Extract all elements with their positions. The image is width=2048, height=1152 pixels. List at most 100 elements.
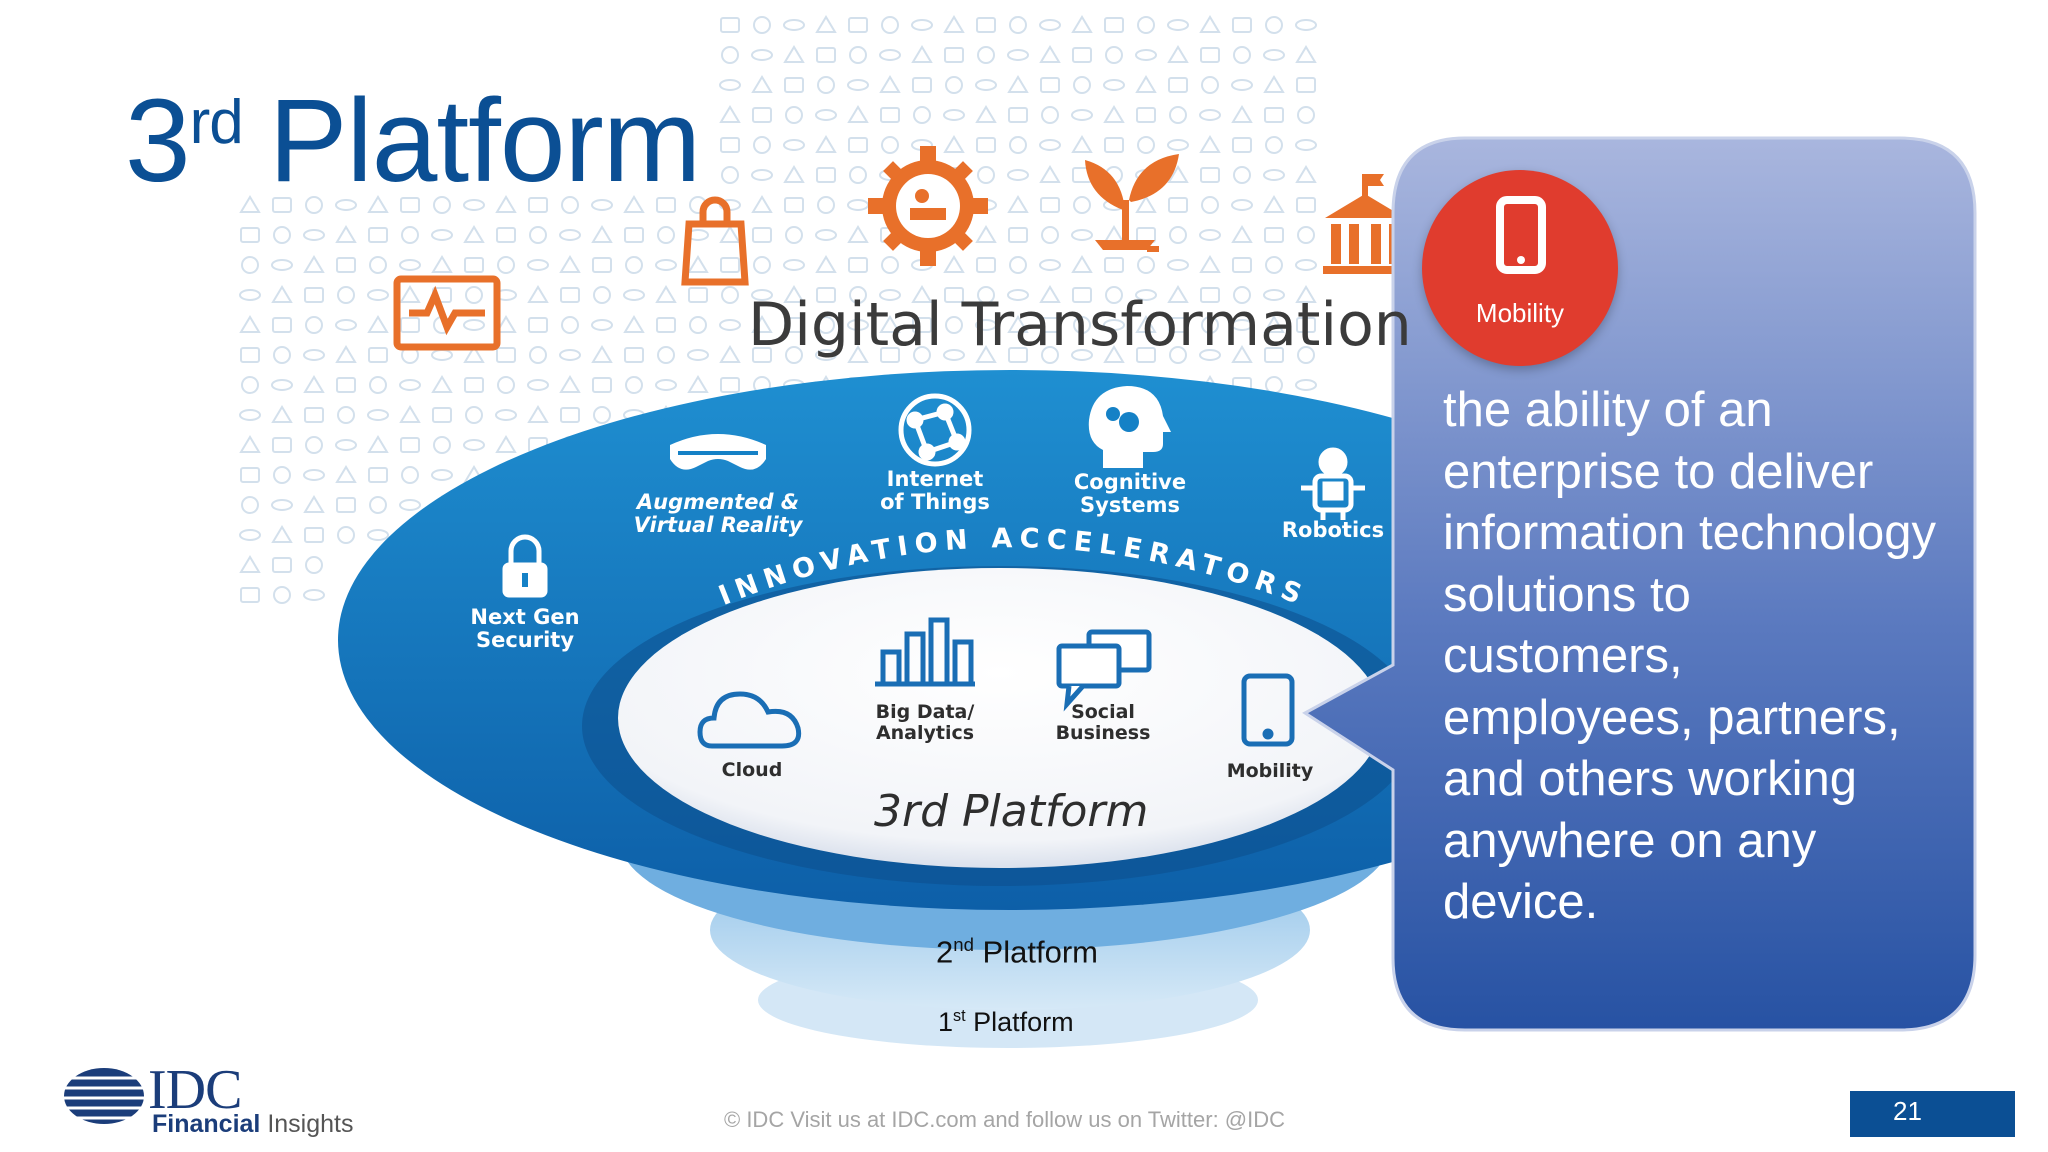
bg-pattern-icon xyxy=(1073,196,1091,214)
bg-pattern-icon xyxy=(976,17,996,33)
accel-label-iot: Internet xyxy=(887,467,984,491)
bg-pattern-icon xyxy=(944,287,964,303)
bg-pattern-icon xyxy=(1135,49,1157,61)
bg-pattern-icon xyxy=(1008,107,1028,123)
bg-pattern-icon xyxy=(1071,349,1093,361)
bg-pattern-icon xyxy=(1104,257,1124,273)
bg-pattern-icon xyxy=(1201,76,1219,94)
bg-pattern-icon xyxy=(1200,47,1220,63)
bg-pattern-icon xyxy=(1297,106,1315,124)
bg-pattern-icon xyxy=(368,227,388,243)
bg-pattern-icon xyxy=(304,407,324,423)
bg-pattern-icon xyxy=(1007,195,1029,213)
bg-pattern-icon xyxy=(463,319,485,331)
bg-pattern-icon xyxy=(1233,286,1251,304)
core-label-social-2: Business xyxy=(1056,722,1151,744)
bg-pattern-icon xyxy=(1232,137,1252,153)
bg-pattern-icon xyxy=(273,346,291,364)
bg-pattern-icon xyxy=(401,466,419,484)
bg-pattern-icon xyxy=(495,195,517,213)
bg-pattern-icon xyxy=(241,376,259,394)
bg-pattern-icon xyxy=(975,345,997,363)
accel-label-robotics: Robotics xyxy=(1282,518,1384,542)
bg-pattern-icon xyxy=(911,45,933,63)
bg-pattern-icon xyxy=(815,255,837,273)
bg-pattern-icon xyxy=(656,317,676,333)
bg-pattern-icon xyxy=(1104,17,1124,33)
bg-pattern-icon xyxy=(463,345,485,363)
bg-pattern-icon xyxy=(1137,256,1155,274)
bg-pattern-icon xyxy=(783,165,805,183)
bg-pattern-icon xyxy=(303,375,325,393)
bg-pattern-icon xyxy=(527,379,549,391)
bg-pattern-icon xyxy=(273,466,291,484)
bg-pattern-icon xyxy=(1041,346,1059,364)
bg-pattern-icon xyxy=(591,225,613,243)
bg-pattern-icon xyxy=(881,136,899,154)
bg-pattern-icon xyxy=(911,285,933,303)
bg-pattern-icon xyxy=(976,257,996,273)
bg-pattern-icon xyxy=(240,587,260,603)
bg-pattern-icon xyxy=(625,376,643,394)
bg-pattern-icon xyxy=(1167,139,1189,151)
bg-pattern-icon xyxy=(977,46,995,64)
bg-pattern-icon xyxy=(593,286,611,304)
bg-pattern-icon xyxy=(752,347,772,363)
bg-pattern-icon xyxy=(1167,285,1189,303)
bg-pattern-icon xyxy=(847,319,869,331)
bg-pattern-icon xyxy=(976,137,996,153)
bg-pattern-icon xyxy=(816,167,836,183)
bg-pattern-icon xyxy=(656,197,676,213)
bg-pattern-icon xyxy=(399,499,421,511)
bg-pattern-icon xyxy=(591,199,613,211)
bg-pattern-icon xyxy=(399,285,421,303)
bg-pattern-icon xyxy=(271,285,293,303)
bar-chart-icon xyxy=(875,617,975,687)
bg-pattern-icon xyxy=(240,227,260,243)
bg-pattern-icon xyxy=(336,377,356,393)
bg-pattern-icon xyxy=(623,315,645,333)
bg-pattern-icon xyxy=(368,467,388,483)
bg-pattern-icon xyxy=(879,49,901,61)
bg-pattern-icon xyxy=(367,529,389,541)
bg-pattern-icon xyxy=(784,317,804,333)
bg-pattern-icon xyxy=(1231,319,1253,331)
bg-pattern-icon xyxy=(751,315,773,333)
brain-head-icon xyxy=(1088,386,1171,468)
bg-pattern-icon xyxy=(1169,226,1187,244)
bg-pattern-icon xyxy=(689,316,707,334)
bg-pattern-icon xyxy=(1007,289,1029,301)
bg-pattern-icon xyxy=(1039,139,1061,151)
bg-pattern-icon xyxy=(977,166,995,184)
bg-pattern-icon xyxy=(881,16,899,34)
bg-pattern-icon xyxy=(1296,77,1316,93)
bg-pattern-icon xyxy=(240,467,260,483)
bg-pattern-icon xyxy=(752,227,772,243)
cloud-icon xyxy=(697,691,802,749)
bg-pattern-icon xyxy=(783,19,805,31)
robot-icon xyxy=(1301,447,1365,520)
bg-pattern-icon xyxy=(529,226,547,244)
bg-pattern-icon xyxy=(975,105,997,123)
plant-plug-icon xyxy=(1085,154,1179,252)
bg-pattern-icon xyxy=(657,226,675,244)
bg-pattern-icon xyxy=(943,15,965,33)
bg-pattern-icon xyxy=(688,287,708,303)
bg-pattern-icon xyxy=(367,315,389,333)
bg-pattern-icon xyxy=(687,255,709,273)
bg-pattern-icon xyxy=(785,106,803,124)
bg-pattern-icon xyxy=(367,435,389,453)
bg-pattern-icon xyxy=(752,107,772,123)
bg-pattern-icon xyxy=(1200,287,1220,303)
bg-pattern-icon xyxy=(303,229,325,241)
bg-pattern-icon xyxy=(848,17,868,33)
bg-pattern-icon xyxy=(624,227,644,243)
bg-pattern-icon xyxy=(1167,45,1189,63)
bg-pattern-icon xyxy=(1232,17,1252,33)
third-platform-label: 3rd Platform xyxy=(874,786,1149,837)
bg-pattern-icon xyxy=(495,409,517,421)
bg-pattern-icon xyxy=(624,347,644,363)
bg-pattern-icon xyxy=(433,436,451,454)
bg-pattern-icon xyxy=(1071,229,1093,241)
bg-pattern-icon xyxy=(1007,75,1029,93)
